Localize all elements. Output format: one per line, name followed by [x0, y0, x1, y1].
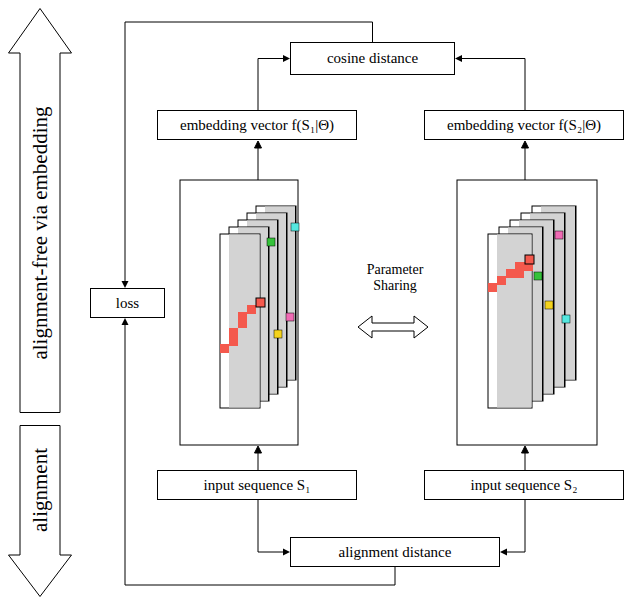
- feature-cell: [274, 330, 282, 338]
- flow-connector: [500, 500, 525, 556]
- feature-map: [220, 234, 260, 408]
- flow-connector: [258, 55, 290, 110]
- box-label: alignment distance: [339, 544, 452, 561]
- box-label: input sequence S₁: [204, 477, 311, 494]
- embedding-box: embedding vector f(S₂|Θ): [424, 110, 624, 140]
- annotation-label: Parameter Sharing: [355, 262, 435, 294]
- alignment-cell: [488, 283, 497, 292]
- axis-label: alignment: [28, 448, 53, 532]
- alignment-cell: [220, 344, 229, 353]
- feature-cell: [545, 301, 553, 309]
- feature-cell: [555, 231, 563, 239]
- box-label: embedding vector f(S₂|Θ): [447, 117, 601, 134]
- alignment-cell: [229, 328, 238, 337]
- distance-box: alignment distance: [290, 537, 500, 567]
- alignment-cell: [256, 298, 265, 307]
- box-label: input sequence S₂: [471, 477, 578, 494]
- feature-map-fill: [229, 235, 260, 408]
- alignment-cell: [525, 255, 534, 264]
- flow-connector: [258, 500, 290, 556]
- embedding-arrow: alignment-free via embedding: [8, 8, 72, 413]
- alignment-cell: [515, 262, 524, 271]
- alignment-cell: [229, 337, 238, 346]
- feature-cell: [291, 223, 299, 231]
- alignment-arrow: alignment: [8, 425, 72, 597]
- distance-box: cosine distance: [290, 42, 455, 75]
- alignment-cell: [506, 269, 515, 278]
- box-label: loss: [116, 295, 139, 312]
- loss-box: loss: [90, 288, 165, 318]
- box-label: cosine distance: [327, 50, 418, 67]
- flow-connector: [455, 55, 525, 110]
- axis-label: alignment-free via embedding: [28, 106, 53, 359]
- alignment-cell: [247, 305, 256, 314]
- flow-arrows: [255, 141, 529, 470]
- feature-cell: [267, 238, 275, 246]
- network-frame: [457, 180, 597, 445]
- feature-cell: [562, 315, 570, 323]
- alignment-cell: [238, 312, 247, 321]
- input-box: input sequence S₁: [157, 470, 357, 500]
- feature-cell: [534, 272, 542, 280]
- alignment-cell: [497, 276, 506, 285]
- sharing-double-arrow: [358, 316, 428, 338]
- feature-cell: [286, 313, 294, 321]
- box-label: embedding vector f(S₁|Θ): [180, 117, 334, 134]
- input-box: input sequence S₂: [424, 470, 624, 500]
- network-frame: [180, 180, 298, 445]
- embedding-box: embedding vector f(S₁|Θ): [157, 110, 357, 140]
